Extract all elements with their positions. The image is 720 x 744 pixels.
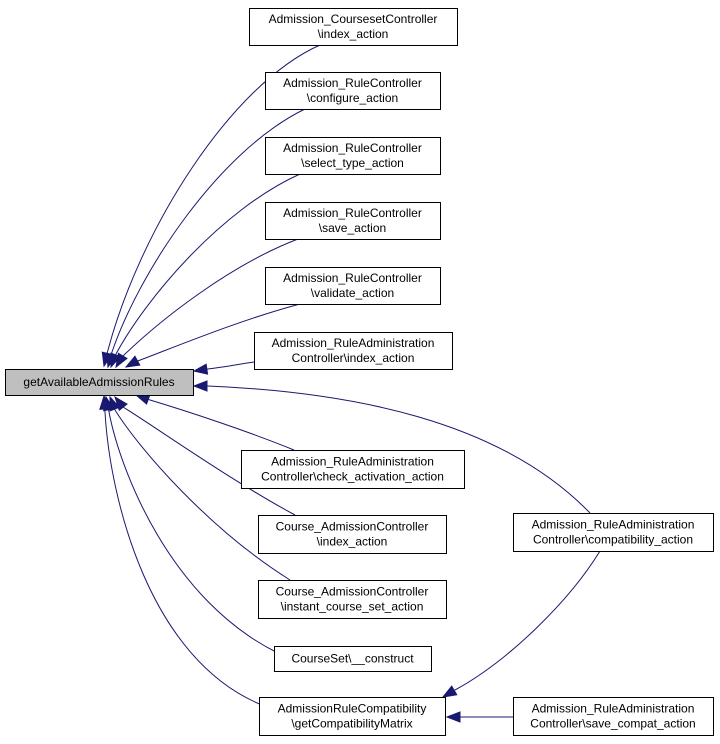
node-label-line: \select_type_action xyxy=(301,156,404,170)
node-box xyxy=(249,8,458,46)
node-label-line: Controller\save_compat_action xyxy=(530,717,695,731)
edge-n5 xyxy=(134,303,301,363)
node-box xyxy=(513,697,714,736)
caller-node-n2[interactable]: Admission_RuleController\configure_actio… xyxy=(265,72,441,110)
edge-connector-n1 xyxy=(106,349,109,354)
edge-n3 xyxy=(115,173,301,355)
caller-node-n9[interactable]: Course_AdmissionController\instant_cours… xyxy=(258,580,447,619)
node-label-line: Controller\index_action xyxy=(292,351,415,365)
node-label-line: \save_action xyxy=(319,221,386,235)
node-label-line: Admission_RuleAdministration xyxy=(272,336,435,350)
caller-node-n3[interactable]: Admission_RuleController\select_type_act… xyxy=(265,137,441,175)
caller-node-n4[interactable]: Admission_RuleController\save_action xyxy=(265,202,441,240)
caller-node-n12[interactable]: Admission_RuleAdministrationController\c… xyxy=(513,513,714,552)
node-box xyxy=(258,515,447,554)
edges-layer xyxy=(99,44,601,723)
node-box xyxy=(265,137,441,175)
node-box xyxy=(265,202,441,240)
node-box xyxy=(5,369,194,396)
edge-n8 xyxy=(122,406,296,516)
caller-node-n8[interactable]: Course_AdmissionController\index_action xyxy=(258,515,447,554)
node-box xyxy=(259,697,446,736)
node-label-line: Controller\check_activation_action xyxy=(261,470,444,484)
node-label-line: \getCompatibilityMatrix xyxy=(291,717,412,731)
edge-n9 xyxy=(114,409,291,581)
arrowhead-n6 xyxy=(192,363,209,375)
node-box xyxy=(258,580,447,619)
node-box xyxy=(265,72,441,110)
node-label-line: \validate_action xyxy=(311,286,394,300)
arrowhead-n4 xyxy=(115,352,128,369)
node-label-line: Admission_RuleController xyxy=(283,141,422,155)
node-label-line: \instant_course_set_action xyxy=(281,600,424,614)
edge-n11 xyxy=(104,411,263,706)
nodes-layer: getAvailableAdmissionRules Admission_Cour… xyxy=(5,8,714,736)
node-box xyxy=(265,267,441,305)
node-label-line: Admission_RuleAdministration xyxy=(532,518,695,532)
node-box xyxy=(254,332,453,370)
edge-n1 xyxy=(107,44,321,351)
arrowhead-n12b xyxy=(441,685,458,698)
caller-node-n11[interactable]: AdmissionRuleCompatibility\getCompatibil… xyxy=(259,697,446,736)
node-label-line: CourseSet\__construct xyxy=(291,652,414,666)
node-label-line: Admission_RuleAdministration xyxy=(532,702,695,716)
node-label-line: Admission_RuleAdministration xyxy=(271,455,434,469)
caller-node-n1[interactable]: Admission_CoursesetController\index_acti… xyxy=(249,8,458,46)
focus-node[interactable]: getAvailableAdmissionRules xyxy=(5,369,194,396)
arrowhead-n13 xyxy=(445,711,461,723)
arrowhead-n5 xyxy=(124,355,141,368)
node-label-line: \configure_action xyxy=(307,91,398,105)
node-label-line: Course_AdmissionController xyxy=(276,520,429,534)
arrowhead-n8 xyxy=(114,395,128,412)
arrowhead-n11 xyxy=(99,394,111,410)
caller-node-n10[interactable]: CourseSet\__construct xyxy=(274,646,432,672)
node-label-line: Admission_RuleController xyxy=(283,206,422,220)
node-box xyxy=(241,450,465,489)
edge-n2 xyxy=(111,108,306,353)
node-label-line: Admission_RuleController xyxy=(283,271,422,285)
edge-n4 xyxy=(121,238,299,358)
arrowhead-n12 xyxy=(192,380,208,392)
node-box xyxy=(274,646,432,672)
node-label-line: Admission_CoursesetController xyxy=(269,12,438,26)
caller-node-n7[interactable]: Admission_RuleAdministrationController\c… xyxy=(241,450,465,489)
node-label-line: AdmissionRuleCompatibility xyxy=(278,702,427,716)
edge-n12b xyxy=(454,550,601,691)
edge-n12 xyxy=(207,385,591,514)
node-label-line: getAvailableAdmissionRules xyxy=(23,375,174,389)
node-label-line: \index_action xyxy=(318,27,389,41)
node-box xyxy=(513,513,714,552)
node-label-line: Course_AdmissionController xyxy=(276,585,429,599)
edge-n10 xyxy=(108,411,279,654)
node-label-line: Admission_RuleController xyxy=(283,76,422,90)
caller-node-n6[interactable]: Admission_RuleAdministrationController\i… xyxy=(254,332,453,370)
node-label-line: Controller\compatibility_action xyxy=(533,533,693,547)
edge-n6 xyxy=(207,361,255,370)
edge-n7 xyxy=(149,399,295,451)
arrowhead-n7 xyxy=(134,394,151,405)
caller-node-n5[interactable]: Admission_RuleController\validate_action xyxy=(265,267,441,305)
caller-node-n13[interactable]: Admission_RuleAdministrationController\s… xyxy=(513,697,714,736)
node-label-line: \index_action xyxy=(317,535,388,549)
